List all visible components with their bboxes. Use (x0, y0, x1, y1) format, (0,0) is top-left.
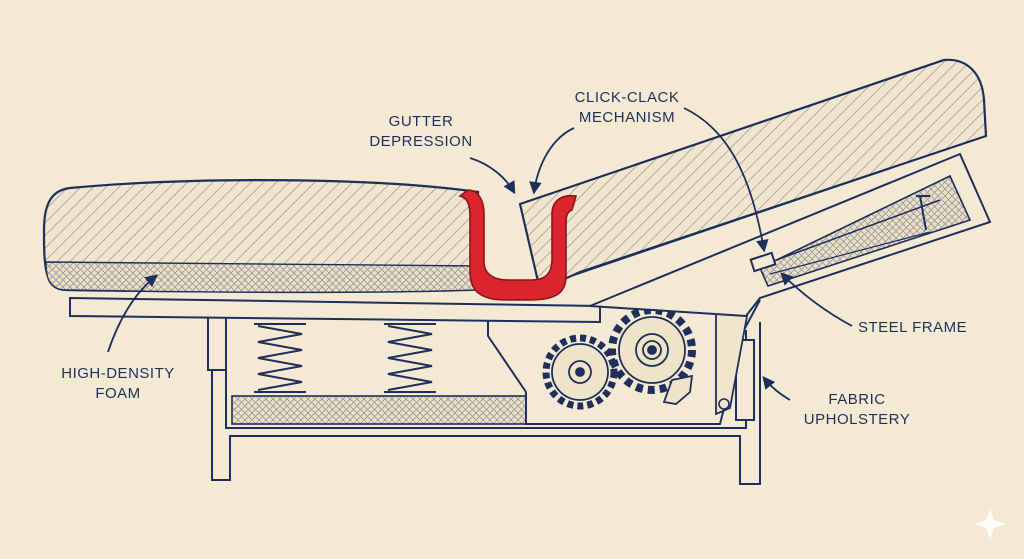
frame-arrow (780, 272, 853, 327)
back-frame (589, 152, 992, 318)
spring-left (254, 323, 306, 393)
gear-small (542, 334, 618, 410)
ratchet-pawl (662, 374, 694, 405)
gutter-depression-label: GUTTER DEPRESSION (366, 112, 476, 152)
mechanism-arrow (683, 107, 769, 253)
upholstery-label-line2: UPHOLSTERY (803, 411, 911, 428)
gutter-arrow-right (529, 127, 575, 195)
high-density-foam-label: HIGH-DENSITY FOAM (48, 364, 188, 404)
seat-rail (69, 296, 601, 324)
gutter-depression-shape (458, 189, 578, 301)
gutter-label-line2: DEPRESSION (369, 133, 473, 150)
fabric-upholstery-label: FABRIC UPHOLSTERY (792, 390, 922, 430)
base-frame (207, 303, 761, 485)
spring-right (384, 323, 436, 393)
sparkle-icon (974, 508, 1006, 540)
gear-large (608, 306, 696, 394)
mechanism-label-line2: MECHANISM (578, 109, 676, 126)
frame-label-line1: STEEL FRAME (858, 319, 968, 336)
click-clack-mechanism-label: CLICK-CLACK MECHANISM (562, 88, 692, 128)
foam-label-line1: HIGH-DENSITY (61, 365, 175, 382)
seat-foam-layer (45, 261, 479, 294)
foam-arrow (107, 274, 158, 353)
upholstery-arrow (762, 376, 791, 401)
steel-frame-label: STEEL FRAME (858, 318, 967, 338)
gutter-arrow-left (469, 157, 516, 195)
base-foam-block (231, 395, 527, 425)
foam-label-line2: FOAM (95, 385, 141, 402)
leader-lines (107, 107, 853, 401)
mechanism-label-line1: CLICK-CLACK (574, 89, 680, 106)
gutter-label-line1: GUTTER (388, 113, 454, 130)
upholstery-label-line1: FABRIC (828, 391, 886, 408)
